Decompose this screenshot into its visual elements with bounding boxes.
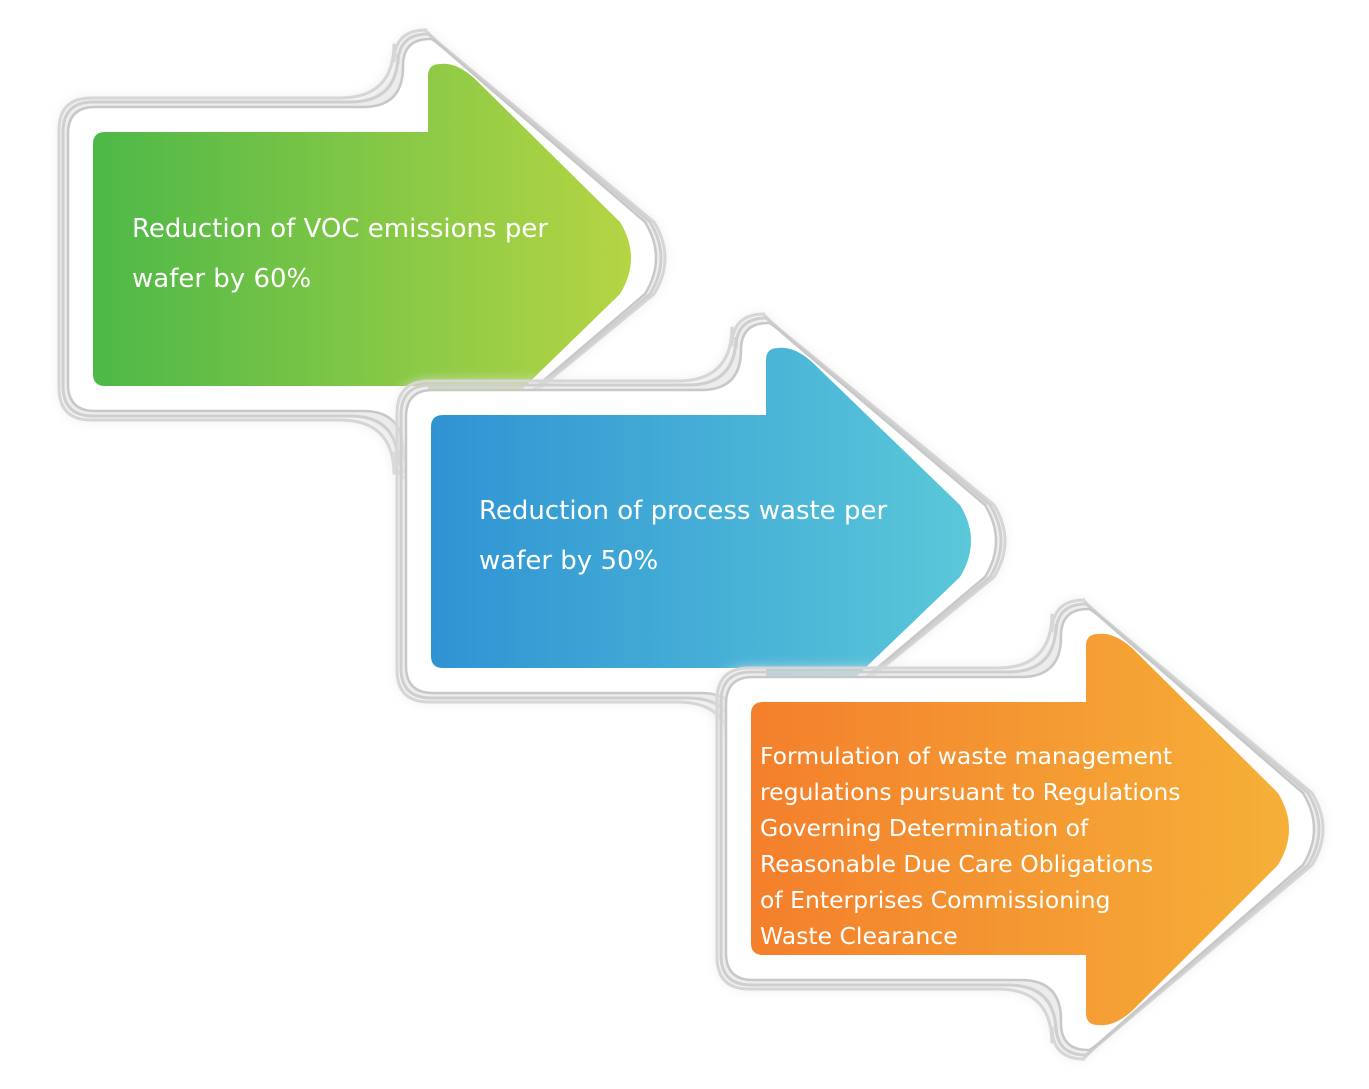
arrow-1-text: Reduction of VOC emissions per wafer by …	[132, 204, 602, 304]
arrow-3-line-3: Governing Determination of	[760, 814, 1089, 842]
arrow-2-body	[431, 347, 971, 734]
arrow-1-line-1: Reduction of VOC emissions per	[132, 214, 549, 244]
arrow-3-line-6: Waste Clearance	[760, 922, 958, 950]
arrow-3-line-5: of Enterprises Commissioning	[760, 886, 1111, 914]
arrow-1-line-2: wafer by 60%	[132, 264, 312, 294]
arrow-3-line-2: regulations pursuant to Regulations	[760, 778, 1181, 806]
arrow-2-line-2: wafer by 50%	[479, 546, 659, 576]
arrow-3-body	[751, 633, 1289, 1026]
arrow-3-text: Formulation of waste management regulati…	[760, 738, 1260, 954]
arrow-1-body	[93, 63, 631, 451]
arrow-3	[715, 598, 1325, 1061]
arrow-3-line-4: Reasonable Due Care Obligations	[760, 850, 1154, 878]
arrow-2-line-1: Reduction of process waste per	[479, 496, 888, 526]
arrow-2-text: Reduction of process waste per wafer by …	[479, 486, 949, 586]
arrow-3-outline-middle	[719, 602, 1321, 1057]
arrow-3-line-1: Formulation of waste management	[760, 742, 1173, 770]
arrow-1	[57, 28, 667, 486]
